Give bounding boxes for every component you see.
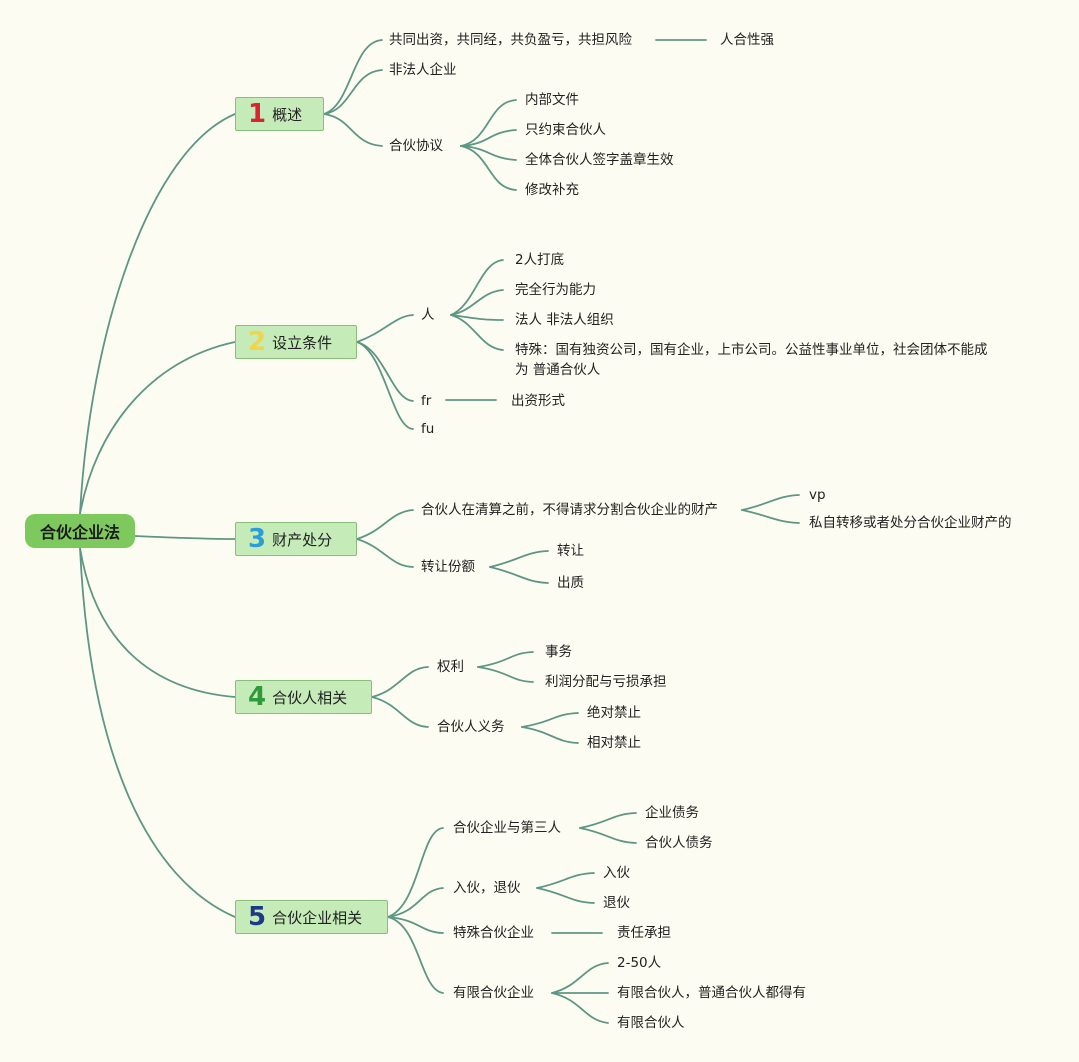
topic-fu[interactable]: fu bbox=[421, 421, 435, 437]
item-join[interactable]: 入伙 bbox=[603, 865, 630, 881]
number-4-icon: 4 bbox=[248, 682, 267, 712]
item-limited-partner[interactable]: 有限合伙人 bbox=[617, 1015, 685, 1031]
number-1-icon: 1 bbox=[248, 99, 267, 129]
item-special-exclusions[interactable]: 特殊：国有独资公司，国有企业，上市公司。公益性事业单位，社会团体不能成 bbox=[515, 342, 988, 358]
item-partner-debts[interactable]: 合伙人债务 bbox=[645, 835, 713, 851]
item-both-partner-types[interactable]: 有限合伙人，普通合伙人都得有 bbox=[617, 985, 806, 1001]
item-absolute-prohibition[interactable]: 绝对禁止 bbox=[587, 705, 641, 721]
item-full-capacity[interactable]: 完全行为能力 bbox=[515, 282, 596, 298]
number-2-icon: 2 bbox=[248, 327, 267, 357]
number-5-icon: 5 bbox=[248, 902, 267, 932]
number-3-icon: 3 bbox=[248, 524, 267, 554]
topic-limited-partnership[interactable]: 有限合伙企业 bbox=[453, 985, 534, 1001]
edge-root-b3 bbox=[134, 535, 236, 540]
item-internal-document[interactable]: 内部文件 bbox=[525, 92, 579, 108]
branch-property-disposal[interactable]: 3 财产处分 bbox=[235, 522, 357, 556]
topic-no-split-before-liquidation[interactable]: 合伙人在清算之前，不得请求分割合伙企业的财产 bbox=[421, 502, 718, 518]
item-all-sign-effective[interactable]: 全体合伙人签字盖章生效 bbox=[525, 152, 674, 168]
item-legal-entities[interactable]: 法人 非法人组织 bbox=[515, 312, 614, 328]
topic-partnership-agreement[interactable]: 合伙协议 bbox=[389, 138, 443, 154]
note-contribution-form[interactable]: 出资形式 bbox=[511, 393, 565, 409]
item-two-persons[interactable]: 2人打底 bbox=[515, 252, 565, 268]
topic-join-exit[interactable]: 入伙，退伙 bbox=[453, 880, 521, 896]
item-pledge[interactable]: 出质 bbox=[557, 575, 584, 591]
item-exit[interactable]: 退伙 bbox=[603, 895, 630, 911]
item-profit-loss[interactable]: 利润分配与亏损承担 bbox=[545, 674, 667, 690]
item-relative-prohibition[interactable]: 相对禁止 bbox=[587, 735, 641, 751]
topic-fr[interactable]: fr bbox=[421, 393, 432, 409]
branch-partners-label: 合伙人相关 bbox=[272, 688, 348, 707]
branch-establishment[interactable]: 2 设立条件 bbox=[235, 325, 357, 359]
branch-enterprise[interactable]: 5 合伙企业相关 bbox=[235, 900, 388, 934]
branch-property-disposal-label: 财产处分 bbox=[272, 530, 333, 549]
topic-third-parties[interactable]: 合伙企业与第三人 bbox=[453, 820, 561, 836]
item-special-exclusions-cont[interactable]: 为 普通合伙人 bbox=[515, 362, 601, 378]
edge-root-b1 bbox=[79, 113, 236, 515]
item-2-50-persons[interactable]: 2-50人 bbox=[617, 955, 662, 971]
item-amendment[interactable]: 修改补充 bbox=[525, 182, 579, 198]
edge-root-b4 bbox=[79, 547, 236, 698]
item-unauthorized-transfer[interactable]: 私自转移或者处分合伙企业财产的 bbox=[809, 515, 1012, 531]
topic-obligations[interactable]: 合伙人义务 bbox=[437, 719, 505, 735]
topic-share-transfer[interactable]: 转让份额 bbox=[421, 559, 475, 575]
item-affairs[interactable]: 事务 bbox=[545, 644, 572, 660]
topic-co-investment[interactable]: 共同出资，共同经，共负盈亏，共担风险 bbox=[389, 32, 632, 48]
item-binds-partners-only[interactable]: 只约束合伙人 bbox=[525, 122, 606, 138]
topic-special-partnership[interactable]: 特殊合伙企业 bbox=[453, 925, 534, 941]
topic-person[interactable]: 人 bbox=[421, 307, 435, 323]
edge-root-b2 bbox=[79, 341, 236, 515]
branch-overview[interactable]: 1 概述 bbox=[235, 97, 324, 131]
item-transfer[interactable]: 转让 bbox=[557, 543, 584, 559]
branch-enterprise-label: 合伙企业相关 bbox=[272, 908, 363, 927]
edge-root-b5 bbox=[79, 547, 236, 918]
note-personal-nature[interactable]: 人合性强 bbox=[720, 32, 774, 48]
item-vp[interactable]: vp bbox=[809, 487, 826, 503]
topic-non-legal-entity[interactable]: 非法人企业 bbox=[389, 62, 457, 78]
branch-partners[interactable]: 4 合伙人相关 bbox=[235, 680, 372, 714]
item-enterprise-debts[interactable]: 企业债务 bbox=[645, 805, 699, 821]
note-liability[interactable]: 责任承担 bbox=[617, 925, 671, 941]
branch-overview-label: 概述 bbox=[272, 105, 303, 124]
branch-establishment-label: 设立条件 bbox=[272, 333, 333, 352]
topic-rights[interactable]: 权利 bbox=[437, 659, 464, 675]
root-topic[interactable]: 合伙企业法 bbox=[25, 514, 135, 548]
